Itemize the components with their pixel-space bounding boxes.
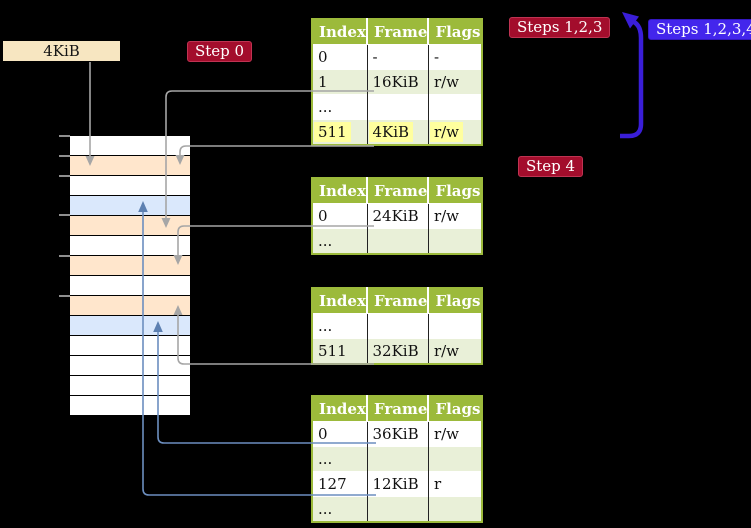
- memory-frame-row: [70, 156, 190, 176]
- header-cell: Index: [312, 396, 368, 422]
- memory-frame-row: [70, 136, 190, 156]
- table-row: ...: [312, 313, 483, 339]
- table-row: ...: [312, 228, 483, 254]
- memory-tick: [59, 214, 70, 216]
- table-cell: 511: [312, 338, 368, 364]
- table-cell: 0: [312, 421, 368, 447]
- table-cell: [367, 446, 429, 472]
- table-header-row: Index Frame Flags: [312, 396, 483, 422]
- table-cell: [428, 446, 483, 472]
- memory-frame-row: [70, 236, 190, 256]
- header-cell: Frame: [367, 396, 430, 422]
- memory-frame-row: [70, 296, 190, 316]
- table-row: 511 32KiB r/w: [312, 338, 483, 364]
- recursion-loop-arrow: [620, 20, 644, 139]
- memory-frame-row: [70, 336, 190, 356]
- table-cell: ...: [312, 496, 368, 522]
- memory-tick: [59, 255, 70, 257]
- table-cell: [367, 313, 429, 339]
- table-cell: [367, 94, 429, 120]
- table-cell: ...: [312, 313, 368, 339]
- table-cell: [367, 228, 429, 254]
- page-table-4: Index Frame Flags 0 36KiB r/w ... 127 12…: [311, 395, 484, 523]
- table-cell: 1: [312, 69, 368, 95]
- table-row: ...: [312, 446, 483, 472]
- header-cell: Index: [312, 19, 368, 45]
- steps-123-badge: Steps 1,2,3: [509, 17, 611, 38]
- table-cell: -: [428, 44, 483, 70]
- header-cell: Index: [312, 178, 368, 204]
- memory-frame-row: [70, 376, 190, 396]
- memory-tick: [59, 155, 70, 157]
- header-cell: Frame: [367, 178, 430, 204]
- memory-tick: [59, 295, 70, 297]
- table-row: ...: [312, 496, 483, 522]
- memory-frame-row: [70, 356, 190, 376]
- table-row: 127 12KiB r: [312, 471, 483, 497]
- table-header-row: Index Frame Flags: [312, 288, 483, 314]
- memory-frame-row: [70, 396, 190, 416]
- table-cell: r/w: [428, 203, 483, 229]
- table-cell: ...: [312, 446, 368, 472]
- table-cell: 36KiB: [367, 421, 429, 447]
- table-cell: 4KiB: [367, 119, 429, 145]
- table-header-row: Index Frame Flags: [312, 178, 483, 204]
- table-cell: ...: [312, 228, 368, 254]
- table-cell: [428, 228, 483, 254]
- memory-tick: [59, 175, 70, 177]
- table-row: 1 16KiB r/w: [312, 69, 483, 95]
- memory-frame-row: [70, 216, 190, 236]
- header-cell: Flags: [428, 19, 483, 45]
- step-0-badge: Step 0: [187, 41, 253, 62]
- table-cell: 127: [312, 471, 368, 497]
- step-4-badge: Step 4: [518, 156, 584, 177]
- table-cell: [367, 496, 429, 522]
- table-row: ...: [312, 94, 483, 120]
- physical-memory-column: [70, 136, 190, 416]
- table-cell: 32KiB: [367, 338, 429, 364]
- table-cell: r/w: [428, 119, 483, 145]
- table-row-recursive-entry: 511 4KiB r/w: [312, 119, 483, 145]
- header-cell: Flags: [428, 396, 483, 422]
- table-header-row: Index Frame Flags: [312, 19, 483, 45]
- table-cell: [428, 94, 483, 120]
- table-cell: r: [428, 471, 483, 497]
- table-cell: 511: [312, 119, 368, 145]
- table-row: 0 24KiB r/w: [312, 203, 483, 229]
- steps-1234-badge: Steps 1,2,3,4: [648, 19, 751, 40]
- table-cell: ...: [312, 94, 368, 120]
- header-cell: Flags: [428, 178, 483, 204]
- table-row: 0 - -: [312, 44, 483, 70]
- table-cell: [428, 313, 483, 339]
- header-cell: Index: [312, 288, 368, 314]
- table-row: 0 36KiB r/w: [312, 421, 483, 447]
- page-table-3: Index Frame Flags ... 511 32KiB r/w: [311, 287, 484, 365]
- memory-frame-row: [70, 196, 190, 216]
- table-cell: -: [367, 44, 429, 70]
- page-table-2: Index Frame Flags 0 24KiB r/w ...: [311, 177, 484, 255]
- table-cell: [428, 496, 483, 522]
- header-cell: Frame: [367, 288, 430, 314]
- table-cell: 0: [312, 44, 368, 70]
- memory-frame-row: [70, 176, 190, 196]
- memory-frame-row: [70, 276, 190, 296]
- table-cell: 0: [312, 203, 368, 229]
- memory-frame-row: [70, 316, 190, 336]
- arrow-t1e511-to-frame: [179, 145, 374, 156]
- frame-size-label: 4KiB: [3, 41, 120, 61]
- header-cell: Frame: [367, 19, 430, 45]
- table-cell: r/w: [428, 69, 483, 95]
- table-cell: 16KiB: [367, 69, 429, 95]
- table-cell: 12KiB: [367, 471, 429, 497]
- arrowhead-up-left-icon: [622, 12, 639, 29]
- page-table-1: Index Frame Flags 0 - - 1 16KiB r/w ... …: [311, 18, 484, 146]
- table-cell: 24KiB: [367, 203, 429, 229]
- table-cell: r/w: [428, 421, 483, 447]
- table-cell: r/w: [428, 338, 483, 364]
- memory-frame-row: [70, 256, 190, 276]
- memory-tick: [59, 135, 70, 137]
- header-cell: Flags: [428, 288, 483, 314]
